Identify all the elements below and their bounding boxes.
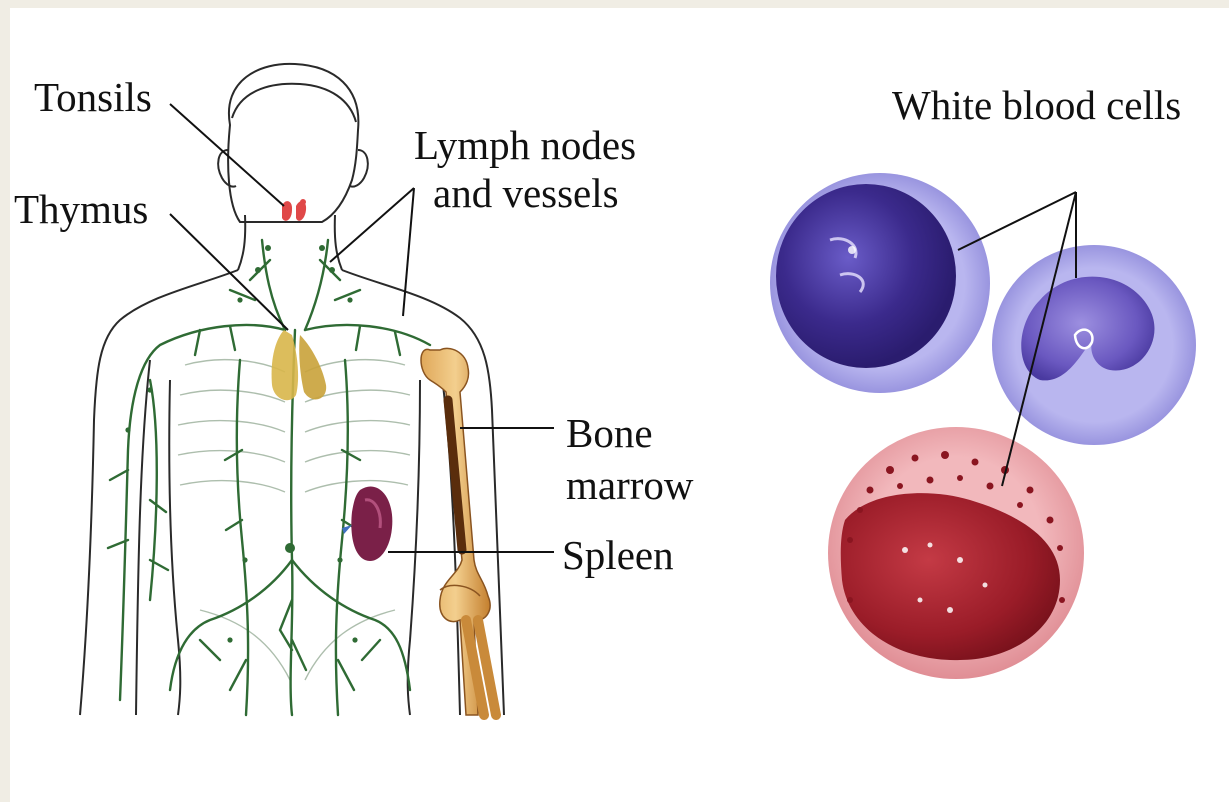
- white-blood-cells-label: White blood cells: [892, 82, 1181, 128]
- marrow-label: marrow: [566, 462, 694, 508]
- white-blood-cell-top-left: [770, 173, 990, 393]
- thymus-label: Thymus: [14, 186, 148, 232]
- white-blood-cell-bottom: [828, 427, 1084, 679]
- lymph-leader-shoulder: [403, 188, 414, 316]
- wbc-leader-1: [958, 192, 1076, 250]
- spleen-label: Spleen: [562, 532, 674, 578]
- bone-label: Bone: [566, 410, 653, 456]
- lymph-nodes-label: Lymph nodes: [414, 122, 636, 168]
- tonsils-label: Tonsils: [34, 74, 152, 120]
- lymph-vessels-label: and vessels: [433, 170, 619, 216]
- lymph-nodes: [125, 245, 357, 643]
- white-blood-cell-top-right: [992, 245, 1196, 445]
- thymus-leader: [170, 214, 288, 330]
- thymus-icon: [272, 330, 327, 400]
